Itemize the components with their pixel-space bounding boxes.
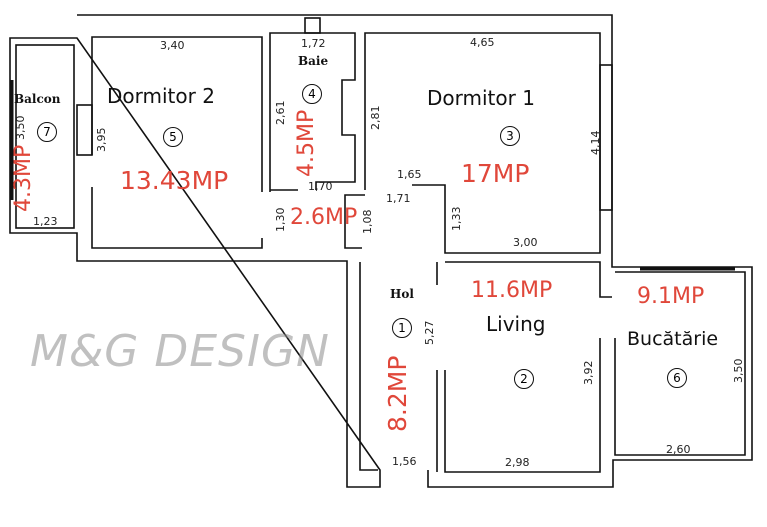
area-hol: 8.2MP	[383, 355, 412, 432]
dim-dormitor-2-width: 3,40	[160, 39, 185, 52]
room-name-bucatarie: Bucătărie	[627, 328, 719, 350]
dim-bucatarie-height: 3,50	[732, 358, 745, 384]
dim-baie-height: 2,61	[274, 100, 287, 126]
room-number-2: 2	[514, 369, 534, 389]
dim-hallway-width: 1,71	[386, 192, 411, 205]
dim-hol-height: 5,27	[423, 320, 436, 346]
dim-living-height: 3,92	[582, 360, 595, 386]
dim-dormitor-1-bottom: 3,00	[513, 236, 538, 249]
dormitor-1-window	[599, 64, 613, 211]
dim-living-width: 2,98	[505, 456, 530, 469]
dim-hallway-side: 1,08	[361, 209, 374, 235]
wall-dormitor-2	[91, 36, 263, 249]
dim-hallway-height: 1,30	[274, 207, 287, 233]
room-number-5: 5	[163, 127, 183, 147]
dim-dormitor-1-width: 4,65	[470, 36, 495, 49]
dim-dormitor-1-notch: 1,65	[397, 168, 422, 181]
room-number-3: 3	[500, 126, 520, 146]
wall-dormitor-1	[364, 32, 601, 254]
area-dormitor-2: 13.43MP	[120, 166, 229, 195]
room-name-balcon: Balcon	[14, 92, 61, 106]
dim-dormitor-2-height: 3,95	[95, 127, 108, 153]
area-baie: 4.5MP	[294, 109, 319, 177]
area-bucatarie: 9.1MP	[637, 284, 705, 309]
wall-living	[444, 261, 612, 473]
wall-balcon	[15, 44, 75, 229]
dormitor-2-door	[76, 104, 93, 156]
dim-balcon-height: 3,50	[14, 115, 27, 141]
room-name-living: Living	[486, 312, 546, 336]
room-number-4: 4	[302, 84, 322, 104]
dim-hol-width: 1,56	[392, 455, 417, 468]
wall-hol	[359, 262, 438, 472]
dim-bucatarie-width: 2,60	[666, 443, 691, 456]
dim-baie-width: 1,72	[301, 37, 326, 50]
dim-dormitor-1-height: 2,81	[369, 105, 382, 131]
dim-balcon-width: 1,23	[33, 215, 58, 228]
wall-bucatarie	[614, 271, 746, 456]
area-hallway: 2.6MP	[290, 205, 358, 230]
area-balcon: 4.3MP	[11, 144, 36, 212]
room-number-1: 1	[392, 318, 412, 338]
area-living: 11.6MP	[471, 278, 553, 303]
watermark: M&G DESIGN	[30, 326, 330, 377]
area-dormitor-1: 17MP	[461, 159, 530, 188]
room-name-hol: Hol	[390, 287, 414, 301]
dim-dormitor-1-side: 4,14	[589, 130, 602, 156]
room-name-dormitor-2: Dormitor 2	[107, 84, 215, 108]
room-number-6: 6	[667, 368, 687, 388]
room-name-baie: Baie	[298, 54, 329, 68]
room-number-7: 7	[37, 122, 57, 142]
room-name-dormitor-1: Dormitor 1	[427, 86, 535, 110]
wall-hallway	[344, 194, 365, 249]
dim-dormitor-1-passage: 1,33	[450, 206, 463, 232]
dim-baie-bottom: 1,70	[308, 180, 333, 193]
baie-vent	[304, 17, 321, 34]
